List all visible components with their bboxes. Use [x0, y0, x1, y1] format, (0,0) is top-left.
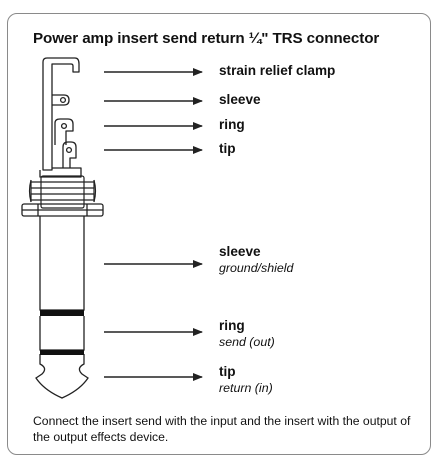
label-tip-top: tip [219, 141, 236, 156]
plug-ring [39, 316, 85, 351]
label-ring: ring [219, 318, 245, 333]
label-ring-sub: send (out) [219, 335, 275, 349]
plug-tip [35, 354, 89, 399]
label-tip: tip [219, 364, 236, 379]
insulator-band-upper [40, 310, 84, 316]
terminal-block [39, 167, 82, 178]
label-sleeve: sleeve [219, 244, 261, 259]
diagram-card [7, 13, 431, 455]
insulator-band-lower [40, 350, 84, 355]
label-sleeve-top: sleeve [219, 92, 261, 107]
sleeve-terminal-lug [52, 94, 70, 106]
label-sleeve-sub: ground/shield [219, 261, 294, 275]
plug-sleeve [39, 216, 85, 311]
strain-relief-clamp-shape [42, 57, 80, 171]
label-strain-relief-clamp: strain relief clamp [219, 63, 336, 78]
ring-terminal-lug [54, 118, 74, 145]
mounting-nut [21, 203, 104, 217]
label-ring-top: ring [219, 117, 245, 132]
threaded-barrel [28, 175, 97, 209]
caption-text: Connect the insert send with the input a… [33, 414, 411, 444]
label-tip-sub: return (in) [219, 381, 273, 395]
tip-terminal-lug [62, 141, 77, 168]
diagram-title: Power amp insert send return ¼" TRS conn… [33, 30, 380, 47]
